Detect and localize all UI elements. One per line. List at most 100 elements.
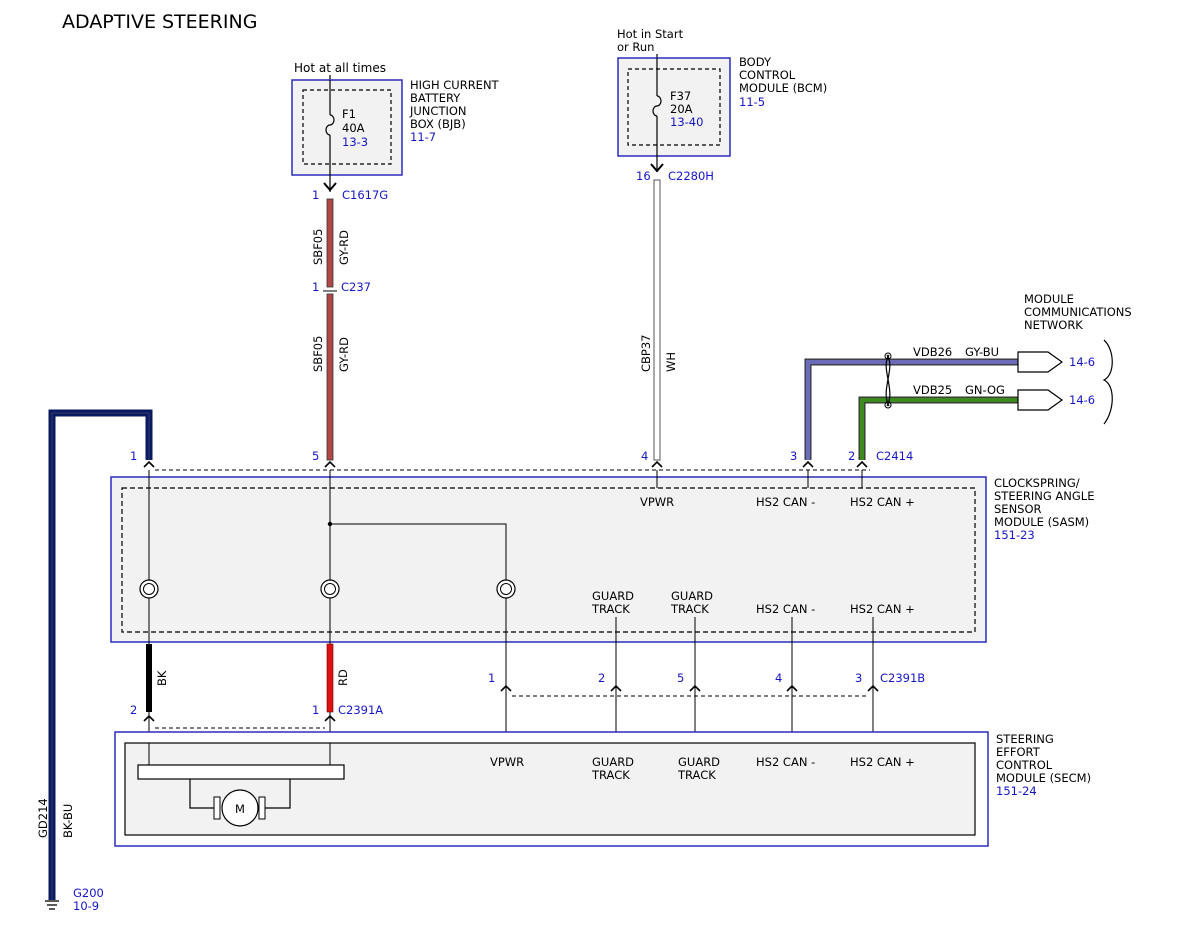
c2280h-pin: 16 [636,169,651,183]
c2414-name[interactable]: C2414 [876,449,913,463]
gd214-color: BK-BU [61,804,75,838]
sbf05-lower-color: GY-RD [337,337,351,372]
c2414-pin-2: 2 [848,449,855,463]
motor-label: M [235,802,245,816]
bcm-ref[interactable]: 11-5 [739,95,765,109]
network-brace-icon [1102,339,1113,425]
bcm-fuse-name: F37 [670,89,691,103]
wire-sbf05-upper [326,198,334,288]
secm-name-3: CONTROL [996,758,1053,772]
ground-ref[interactable]: 10-9 [73,899,99,913]
secm-guard-1-line1: GUARD [592,755,634,769]
secm-guard-1-line2: TRACK [591,768,630,782]
sasm-ref[interactable]: 151-23 [994,528,1035,542]
c1617g-name[interactable]: C1617G [342,188,388,202]
bcm-box [617,57,731,157]
bjb-hot-label: Hot at all times [294,61,386,75]
bcm-module: Hot in Start or Run F37 20A 13-40 BODY C… [617,27,827,172]
bcm-fuse-ref[interactable]: 13-40 [670,115,703,129]
motor-driver-block [137,764,345,780]
c2391b-pin-3: 3 [855,671,862,685]
fuse-icon [325,114,335,136]
sbf05-upper-color: GY-RD [337,230,351,265]
secm-name-1: STEERING [996,732,1054,746]
vdb25-plug-icon [1017,389,1064,411]
c2391a-pin-2: 2 [130,703,137,717]
fuse-icon [652,95,662,117]
bjb-module: Hot at all times F1 40A 13-3 HIGH CURREN… [291,61,500,192]
secm-ref[interactable]: 151-24 [996,784,1037,798]
c2391b-pin-5: 5 [677,671,684,685]
bjb-name-3: JUNCTION [409,104,467,118]
secm-pin-hs2-can-minus: HS2 CAN - [756,755,815,769]
wire-cbp37 [653,179,661,461]
vdb25-color: GN-OG [965,383,1005,397]
vdb25-ref[interactable]: 14-6 [1069,393,1095,407]
ground-name[interactable]: G200 [73,886,104,900]
c2414-pin-4: 4 [641,449,648,463]
rd-color: RD [336,669,350,686]
vdb26-ref[interactable]: 14-6 [1069,355,1095,369]
bcm-hot-2: or Run [617,40,654,54]
sasm-name-3: SENSOR [994,502,1042,516]
sasm-name-1: CLOCKSPRING/ [994,476,1080,490]
secm-pin-vpwr: VPWR [490,755,524,769]
bk-color: BK [155,670,169,686]
secm-name-2: EFFORT [996,745,1041,759]
sasm-top-pin-hs2-can-plus: HS2 CAN + [850,495,915,509]
motor-icon: M [221,789,259,827]
wire-rd [326,643,334,713]
bcm-name-2: CONTROL [739,68,796,82]
c1617g-pin: 1 [312,188,319,202]
network-name-3: NETWORK [1024,318,1083,332]
c2391b-pin-1: 1 [488,671,495,685]
sasm-top-pin-vpwr: VPWR [640,495,674,509]
bjb-name-1: HIGH CURRENT [410,78,500,92]
bcm-name-1: BODY [739,55,772,69]
sbf05-upper-circuit: SBF05 [311,229,325,265]
gd214-circuit: GD214 [36,798,50,838]
sasm-guard-2-line2: TRACK [670,602,709,616]
c2414-pin-5: 5 [312,449,319,463]
bjb-ref[interactable]: 11-7 [410,130,436,144]
bjb-name-4: BOX (BJB) [410,117,466,131]
bjb-name-2: BATTERY [410,91,461,105]
page-title: ADAPTIVE STEERING [62,11,257,33]
sasm-guard-2-line1: GUARD [671,589,713,603]
wire-bk [146,644,152,712]
c2391b-pin-2: 2 [598,671,605,685]
wire-vdb25 [859,397,1018,460]
ground-icon [45,900,59,910]
vdb25-circuit: VDB25 [913,383,952,397]
c2414-pin-1: 1 [130,449,137,463]
vdb26-plug-icon [1017,351,1064,373]
network-name-2: COMMUNICATIONS [1024,305,1132,319]
wire-gd214 [48,409,153,900]
c2391b-pin-4: 4 [775,671,782,685]
bjb-box [291,79,403,176]
secm-name-4: MODULE (SECM) [996,771,1091,785]
sasm-bottom-hs2-can-minus: HS2 CAN - [756,602,815,616]
cbp37-circuit: CBP37 [639,335,653,373]
c2391a-name[interactable]: C2391A [338,703,383,717]
bjb-fuse-rating: 40A [342,121,365,135]
network-name-1: MODULE [1024,292,1074,306]
wire-vdb26 [805,359,1018,460]
sasm-top-pin-hs2-can-minus: HS2 CAN - [756,495,815,509]
c2391b-name[interactable]: C2391B [880,671,925,685]
bjb-fuse-ref[interactable]: 13-3 [342,135,368,149]
bcm-fuse-rating: 20A [670,102,693,116]
connector-arrow-icon [650,163,664,173]
sasm-box [110,476,987,643]
sasm-name-2: STEERING ANGLE [994,489,1094,503]
c2280h-name[interactable]: C2280H [668,169,714,183]
sasm-bottom-hs2-can-plus: HS2 CAN + [850,602,915,616]
c2391a-pin-1: 1 [312,703,319,717]
bjb-fuse-name: F1 [342,107,356,121]
secm-guard-2-line2: TRACK [677,768,716,782]
c237-pin: 1 [312,280,319,294]
c2414-pin-3: 3 [790,449,797,463]
connector-arrow-icon [323,182,337,192]
c237-name[interactable]: C237 [341,280,371,294]
